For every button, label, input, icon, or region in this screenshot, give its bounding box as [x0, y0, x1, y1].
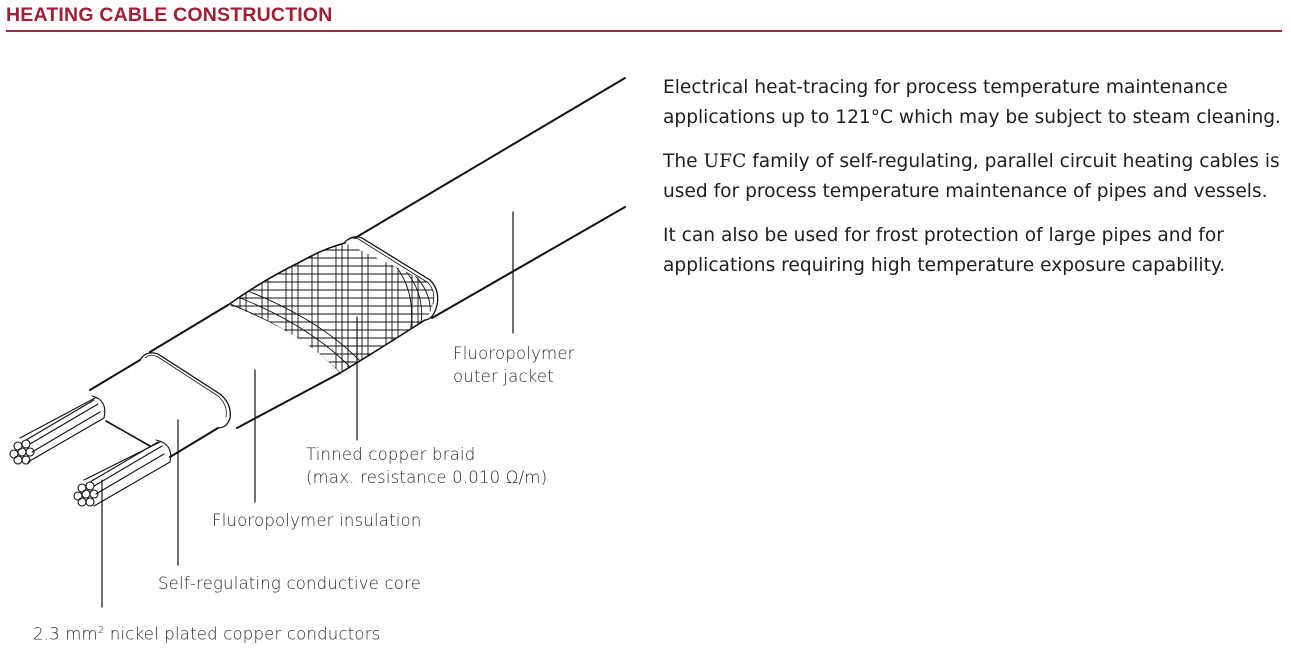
conductive-core-drawing — [89, 359, 219, 458]
heating-cable-illustration — [9, 77, 626, 608]
conductor-upper-drawing — [9, 395, 106, 465]
label-braid-line2: (max. resistance 0.010 Ω/m) — [306, 468, 548, 487]
section-title: HEATING CABLE CONSTRUCTION — [6, 4, 333, 26]
brand-ufc: UFC — [703, 151, 747, 172]
description-paragraph-2: The UFC family of self-regulating, paral… — [663, 147, 1288, 207]
label-outer-jacket-line1: Fluoropolymer — [453, 344, 575, 363]
title-divider — [6, 30, 1282, 32]
label-outer-jacket: Fluoropolymer outer jacket — [453, 342, 575, 388]
label-conductors-text: nickel plated copper conductors — [104, 624, 381, 644]
p2-before: The — [663, 151, 704, 172]
description-text: Electrical heat-tracing for process temp… — [663, 73, 1288, 295]
label-conductors-size: 2.3 mm — [33, 624, 98, 644]
label-conductors: 2.3 mm2 nickel plated copper conductors — [33, 619, 381, 646]
description-paragraph-1: Electrical heat-tracing for process temp… — [663, 77, 1281, 128]
label-core: Self-regulating conductive core — [158, 574, 422, 593]
p2-after: family of self-regulating, parallel circ… — [663, 151, 1280, 202]
insulation-drawing — [139, 304, 341, 429]
description-paragraph-3: It can also be used for frost protection… — [663, 225, 1226, 276]
label-braid: Tinned copper braid (max. resistance 0.0… — [306, 443, 547, 489]
copper-braid-drawing — [227, 242, 434, 374]
label-braid-line1: Tinned copper braid — [306, 445, 476, 464]
conductor-lower-drawing — [73, 439, 172, 507]
label-outer-jacket-line2: outer jacket — [453, 367, 554, 386]
outer-jacket-drawing — [343, 77, 626, 321]
cable-construction-diagram — [0, 60, 640, 660]
label-insulation: Fluoropolymer insulation — [212, 511, 422, 530]
label-conductors-sup: 2 — [97, 625, 105, 636]
leader-lines — [101, 211, 514, 608]
section-header: HEATING CABLE CONSTRUCTION — [6, 3, 1282, 32]
